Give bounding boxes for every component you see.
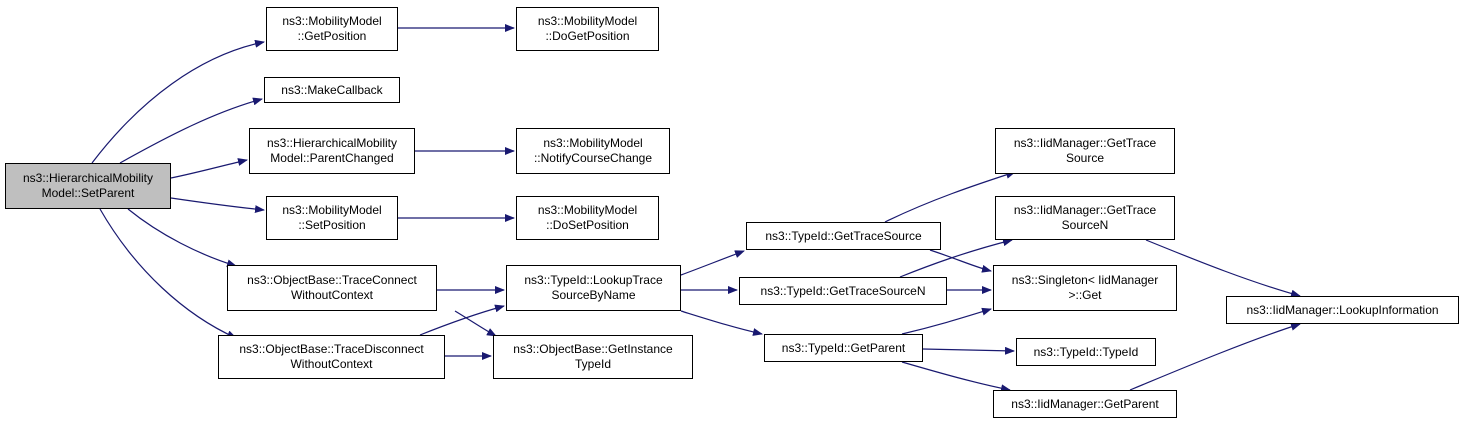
node-label-line: Model::SetParent	[41, 186, 135, 200]
node-label-line: ns3::ObjectBase::TraceDisconnect	[239, 342, 424, 356]
node-mobility-model-getposition[interactable]: ns3::MobilityModel ::GetPosition	[266, 7, 398, 51]
node-label-line: ns3::TypeId::GetTraceSourceN	[760, 283, 926, 298]
node-mobility-model-dosetposition[interactable]: ns3::MobilityModel ::DoSetPosition	[516, 196, 659, 240]
node-label-line: >::Get	[1068, 288, 1102, 302]
node-label-line: Model::ParentChanged	[270, 151, 394, 165]
node-hierarchical-mobility-model-setparent: ns3::HierarchicalMobility Model::SetPare…	[5, 163, 171, 209]
edge-typeid-getparent-to-typeid-typeid	[922, 346, 1015, 355]
edge-setparent-to-getposition	[91, 39, 265, 164]
node-mobility-model-notifycoursechange[interactable]: ns3::MobilityModel ::NotifyCourseChange	[516, 128, 670, 174]
node-label-line: ns3::TypeId::LookupTrace	[524, 273, 663, 287]
node-label-line: ns3::IidManager::GetTrace	[1013, 203, 1157, 217]
node-label-line: ::DoGetPosition	[545, 29, 630, 43]
edge-gettracesource-to-singleton	[929, 249, 992, 273]
node-objectbase-traceconnect-withoutcontext[interactable]: ns3::ObjectBase::TraceConnect WithoutCon…	[227, 265, 437, 311]
edge-iid-getparent-to-lookupinfo	[1129, 322, 1301, 391]
node-label-line: WithoutContext	[290, 288, 374, 302]
edge-typeid-getparent-to-singleton	[901, 307, 992, 335]
node-label-line: ns3::TypeId::GetParent	[781, 340, 906, 355]
node-mobility-model-dogetposition[interactable]: ns3::MobilityModel ::DoGetPosition	[516, 7, 659, 51]
node-label-line: ns3::Singleton< IidManager	[1011, 273, 1159, 287]
edge-setparent-to-makecallback	[119, 97, 263, 164]
node-makecallback[interactable]: ns3::MakeCallback	[264, 77, 400, 103]
edge-gettracesource-to-iid-gettracesource	[884, 170, 1016, 223]
node-label-line: TypeId	[574, 357, 612, 371]
node-label-line: ns3::IidManager::LookupInformation	[1246, 302, 1439, 317]
node-label-line: WithoutContext	[290, 357, 373, 371]
edge-setparent-to-tracedisconnect	[99, 208, 237, 339]
node-objectbase-tracedisconnect-withoutcontext[interactable]: ns3::ObjectBase::TraceDisconnect Without…	[218, 335, 445, 379]
node-label-line: ns3::ObjectBase::GetInstance	[513, 342, 673, 356]
edge-iid-gettracesourcen-to-lookupinfo	[1145, 239, 1301, 298]
node-iidmanager-getparent[interactable]: ns3::IidManager::GetParent	[993, 390, 1177, 418]
node-objectbase-getinstancetypeid[interactable]: ns3::ObjectBase::GetInstance TypeId	[493, 335, 693, 379]
node-label-line: ::GetPosition	[297, 29, 367, 43]
node-label-line: ::NotifyCourseChange	[533, 151, 653, 165]
node-label-line: ns3::HierarchicalMobility	[266, 136, 398, 150]
node-label-line: Source	[1065, 151, 1105, 165]
node-label-line: ns3::ObjectBase::TraceConnect	[247, 273, 417, 287]
node-typeid-gettracesourcen[interactable]: ns3::TypeId::GetTraceSourceN	[739, 277, 947, 305]
edge-gettracesourcen-to-iid-gettracesourcen	[899, 238, 1013, 278]
node-iidmanager-gettracesourcen[interactable]: ns3::IidManager::GetTrace SourceN	[995, 196, 1175, 240]
edge-traceconnect-to-getinstancetypeid	[454, 310, 497, 337]
edge-tracedisconnect-to-lookuptrace	[419, 304, 505, 336]
node-typeid-lookuptracesourcebyname[interactable]: ns3::TypeId::LookupTrace SourceByName	[506, 265, 681, 311]
node-label-line: ns3::TypeId::GetTraceSource	[765, 228, 922, 243]
node-label-line: ns3::IidManager::GetParent	[1011, 396, 1159, 411]
node-label-line: SourceN	[1061, 218, 1109, 232]
node-singleton-iidmanager-get[interactable]: ns3::Singleton< IidManager >::Get	[993, 265, 1177, 311]
node-label-line: ns3::IidManager::GetTrace	[1013, 136, 1157, 150]
node-iidmanager-lookupinformation[interactable]: ns3::IidManager::LookupInformation	[1226, 296, 1459, 324]
edge-lookuptrace-to-typeid-getparent	[680, 310, 763, 336]
node-label-line: ns3::MakeCallback	[281, 82, 383, 97]
node-label-line: ns3::HierarchicalMobility	[22, 171, 154, 185]
node-mobility-model-setposition[interactable]: ns3::MobilityModel ::SetPosition	[266, 196, 398, 240]
node-label-line: ns3::MobilityModel	[282, 14, 382, 28]
edge-setparent-to-traceconnect	[127, 208, 237, 268]
node-label-line: ns3::MobilityModel	[282, 203, 382, 217]
node-label-line: ns3::TypeId::TypeId	[1033, 344, 1139, 359]
node-label-line: ::SetPosition	[298, 218, 366, 232]
edge-typeid-getparent-to-iid-getparent	[901, 361, 1011, 393]
edge-lookuptrace-to-gettracesource	[680, 250, 745, 276]
edge-setparent-to-parentchanged	[170, 158, 248, 179]
edge-setparent-to-setposition	[170, 197, 265, 214]
node-typeid-getparent[interactable]: ns3::TypeId::GetParent	[764, 334, 923, 362]
node-label-line: ns3::MobilityModel	[537, 203, 638, 217]
node-hierarchical-mobility-model-parentchanged[interactable]: ns3::HierarchicalMobility Model::ParentC…	[249, 128, 415, 174]
node-iidmanager-gettracesource[interactable]: ns3::IidManager::GetTrace Source	[995, 128, 1175, 174]
node-label-line: SourceByName	[551, 288, 636, 302]
node-typeid-gettracesource[interactable]: ns3::TypeId::GetTraceSource	[746, 222, 941, 250]
node-label-line: ::DoSetPosition	[546, 218, 629, 232]
node-typeid-typeid[interactable]: ns3::TypeId::TypeId	[1016, 338, 1156, 366]
node-label-line: ns3::MobilityModel	[543, 136, 643, 150]
node-label-line: ns3::MobilityModel	[537, 14, 638, 28]
